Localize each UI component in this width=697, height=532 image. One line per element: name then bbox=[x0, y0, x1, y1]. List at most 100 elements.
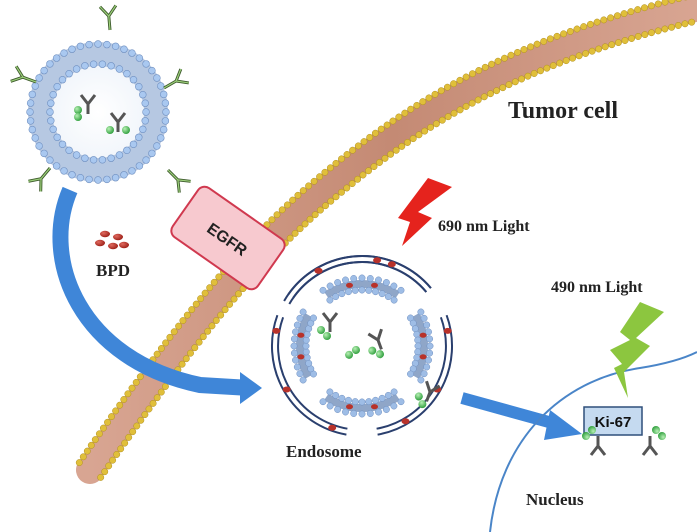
membrane-lipid-head bbox=[518, 75, 526, 83]
liposome-lipid-head bbox=[139, 125, 147, 134]
membrane-lipid-head bbox=[133, 422, 141, 430]
membrane-lipid-head bbox=[326, 164, 334, 172]
bpd-in-membrane bbox=[387, 261, 396, 268]
nuclear-envelope bbox=[489, 351, 697, 532]
membrane-lipid-head bbox=[647, 2, 655, 10]
membrane-lipid-head bbox=[511, 78, 519, 86]
liposome-lipid-head bbox=[58, 140, 67, 149]
membrane-lipid-head bbox=[226, 300, 234, 308]
membrane-lipid-head bbox=[392, 146, 400, 154]
membrane-lipid-head bbox=[310, 177, 318, 185]
liposome-lipid-head bbox=[120, 45, 128, 53]
membrane-lipid-head bbox=[425, 94, 433, 102]
membrane-lipid-head bbox=[514, 48, 521, 56]
endosome-membrane bbox=[270, 255, 454, 436]
liposome-lipid-head bbox=[142, 156, 150, 164]
membrane-lipid-head bbox=[524, 72, 532, 80]
membrane-lipid-head bbox=[278, 206, 286, 214]
bpd-in-membrane bbox=[328, 424, 337, 431]
membrane-lipid-head bbox=[415, 131, 423, 139]
cargo-antibody-2 bbox=[106, 112, 130, 134]
fragment-lipid-head bbox=[350, 410, 358, 417]
membrane-lipid-head bbox=[377, 125, 385, 133]
membrane-lipid-head bbox=[641, 4, 648, 12]
fragment-lipid-head bbox=[375, 408, 382, 416]
membrane-lipid-head bbox=[286, 234, 294, 242]
membrane-lipid-head bbox=[575, 52, 583, 60]
membrane-lipid-head bbox=[206, 284, 214, 292]
fragment-lipid-head bbox=[382, 279, 390, 286]
fragment-lipid-head bbox=[290, 335, 298, 343]
liposome-lipid-head bbox=[53, 133, 61, 142]
light-690-label: 690 nm Light bbox=[438, 218, 530, 235]
fragment-lipid-head bbox=[351, 398, 359, 406]
membrane-lipid-head bbox=[75, 459, 83, 467]
bpd-in-membrane bbox=[282, 386, 291, 393]
membrane-lipid-head bbox=[343, 151, 351, 158]
fragment-lipid-head bbox=[292, 328, 299, 336]
bpd-molecules bbox=[95, 230, 129, 250]
membrane-lipid-head bbox=[381, 154, 389, 162]
liposome-lipid-head bbox=[85, 175, 93, 184]
cargo-antibody-1 bbox=[74, 94, 97, 121]
fragment-lipid-head bbox=[426, 349, 434, 357]
fragment-lipid-head bbox=[334, 406, 342, 413]
liposome-lipid-head bbox=[157, 134, 165, 142]
liposome-lipid-head bbox=[89, 156, 98, 164]
liposome-lipid-heads bbox=[26, 40, 170, 184]
membrane-lipid-head bbox=[481, 63, 489, 71]
membrane-lipid-head bbox=[208, 322, 216, 330]
membrane-lipid-head bbox=[338, 155, 345, 163]
surface-antibody-right bbox=[163, 68, 190, 90]
membrane-lipid-head bbox=[681, 20, 689, 28]
membrane-lipid-head bbox=[230, 295, 238, 303]
fragment-lipid-head bbox=[426, 342, 434, 350]
membrane-lipid-head bbox=[501, 54, 508, 62]
fragment-lipid-head bbox=[358, 286, 366, 294]
membrane-lipid-head bbox=[137, 416, 145, 424]
membrane-lipid-head bbox=[389, 117, 397, 125]
fragment-lipid-head bbox=[310, 314, 317, 322]
membrane-lipid-head bbox=[600, 16, 608, 24]
liposome-lipid-head bbox=[148, 149, 156, 158]
liposome-lipid-head bbox=[52, 162, 61, 170]
liposome-lipid-head bbox=[142, 108, 150, 116]
fragment-lipid-head bbox=[390, 296, 398, 304]
membrane-lipid-head bbox=[562, 57, 570, 65]
membrane-lipid-head bbox=[499, 84, 507, 92]
fragment-lipid-head bbox=[302, 348, 310, 356]
fragment-lipid-head bbox=[423, 363, 431, 371]
liposome-lipid-head bbox=[107, 154, 115, 162]
bpd-label: BPD bbox=[96, 261, 130, 280]
membrane-lipid-head bbox=[540, 37, 548, 45]
liposome-lipid-head bbox=[58, 75, 67, 84]
membrane-lipid-head bbox=[582, 50, 590, 57]
membrane-lipid-head bbox=[311, 211, 319, 219]
liposome-lipid-head bbox=[161, 117, 170, 125]
endosome-lipid-fragments bbox=[290, 274, 434, 418]
membrane-lipid-head bbox=[407, 105, 415, 113]
fragment-lipid-head bbox=[366, 410, 374, 417]
liposome-lipid-head bbox=[141, 117, 149, 125]
membrane-lipid-head bbox=[113, 451, 121, 458]
fragment-lipid-tails bbox=[412, 313, 429, 379]
membrane-lipid-head bbox=[149, 399, 157, 407]
endosome bbox=[270, 255, 454, 436]
green-light-bolt bbox=[610, 302, 664, 398]
liposome-lipid-head bbox=[49, 90, 57, 99]
membrane-lipid-head bbox=[349, 146, 357, 154]
fragment-lipid-head bbox=[293, 363, 301, 371]
fragment-lipid-head bbox=[390, 402, 398, 410]
bpd-in-fragment bbox=[297, 332, 305, 338]
uptake-arrow bbox=[52, 186, 251, 396]
bpd-in-fragment bbox=[419, 354, 427, 360]
bpd-in-membrane bbox=[272, 327, 281, 334]
membrane-lipid-head bbox=[427, 123, 435, 131]
fragment-lipid-head bbox=[375, 276, 382, 284]
membrane-lipid-head bbox=[468, 99, 476, 107]
membrane-lipid-head bbox=[413, 101, 421, 109]
fragment-lipid-head bbox=[358, 398, 366, 406]
fragment-lipid-head bbox=[397, 286, 405, 294]
liposome-lipid-head bbox=[31, 134, 39, 142]
